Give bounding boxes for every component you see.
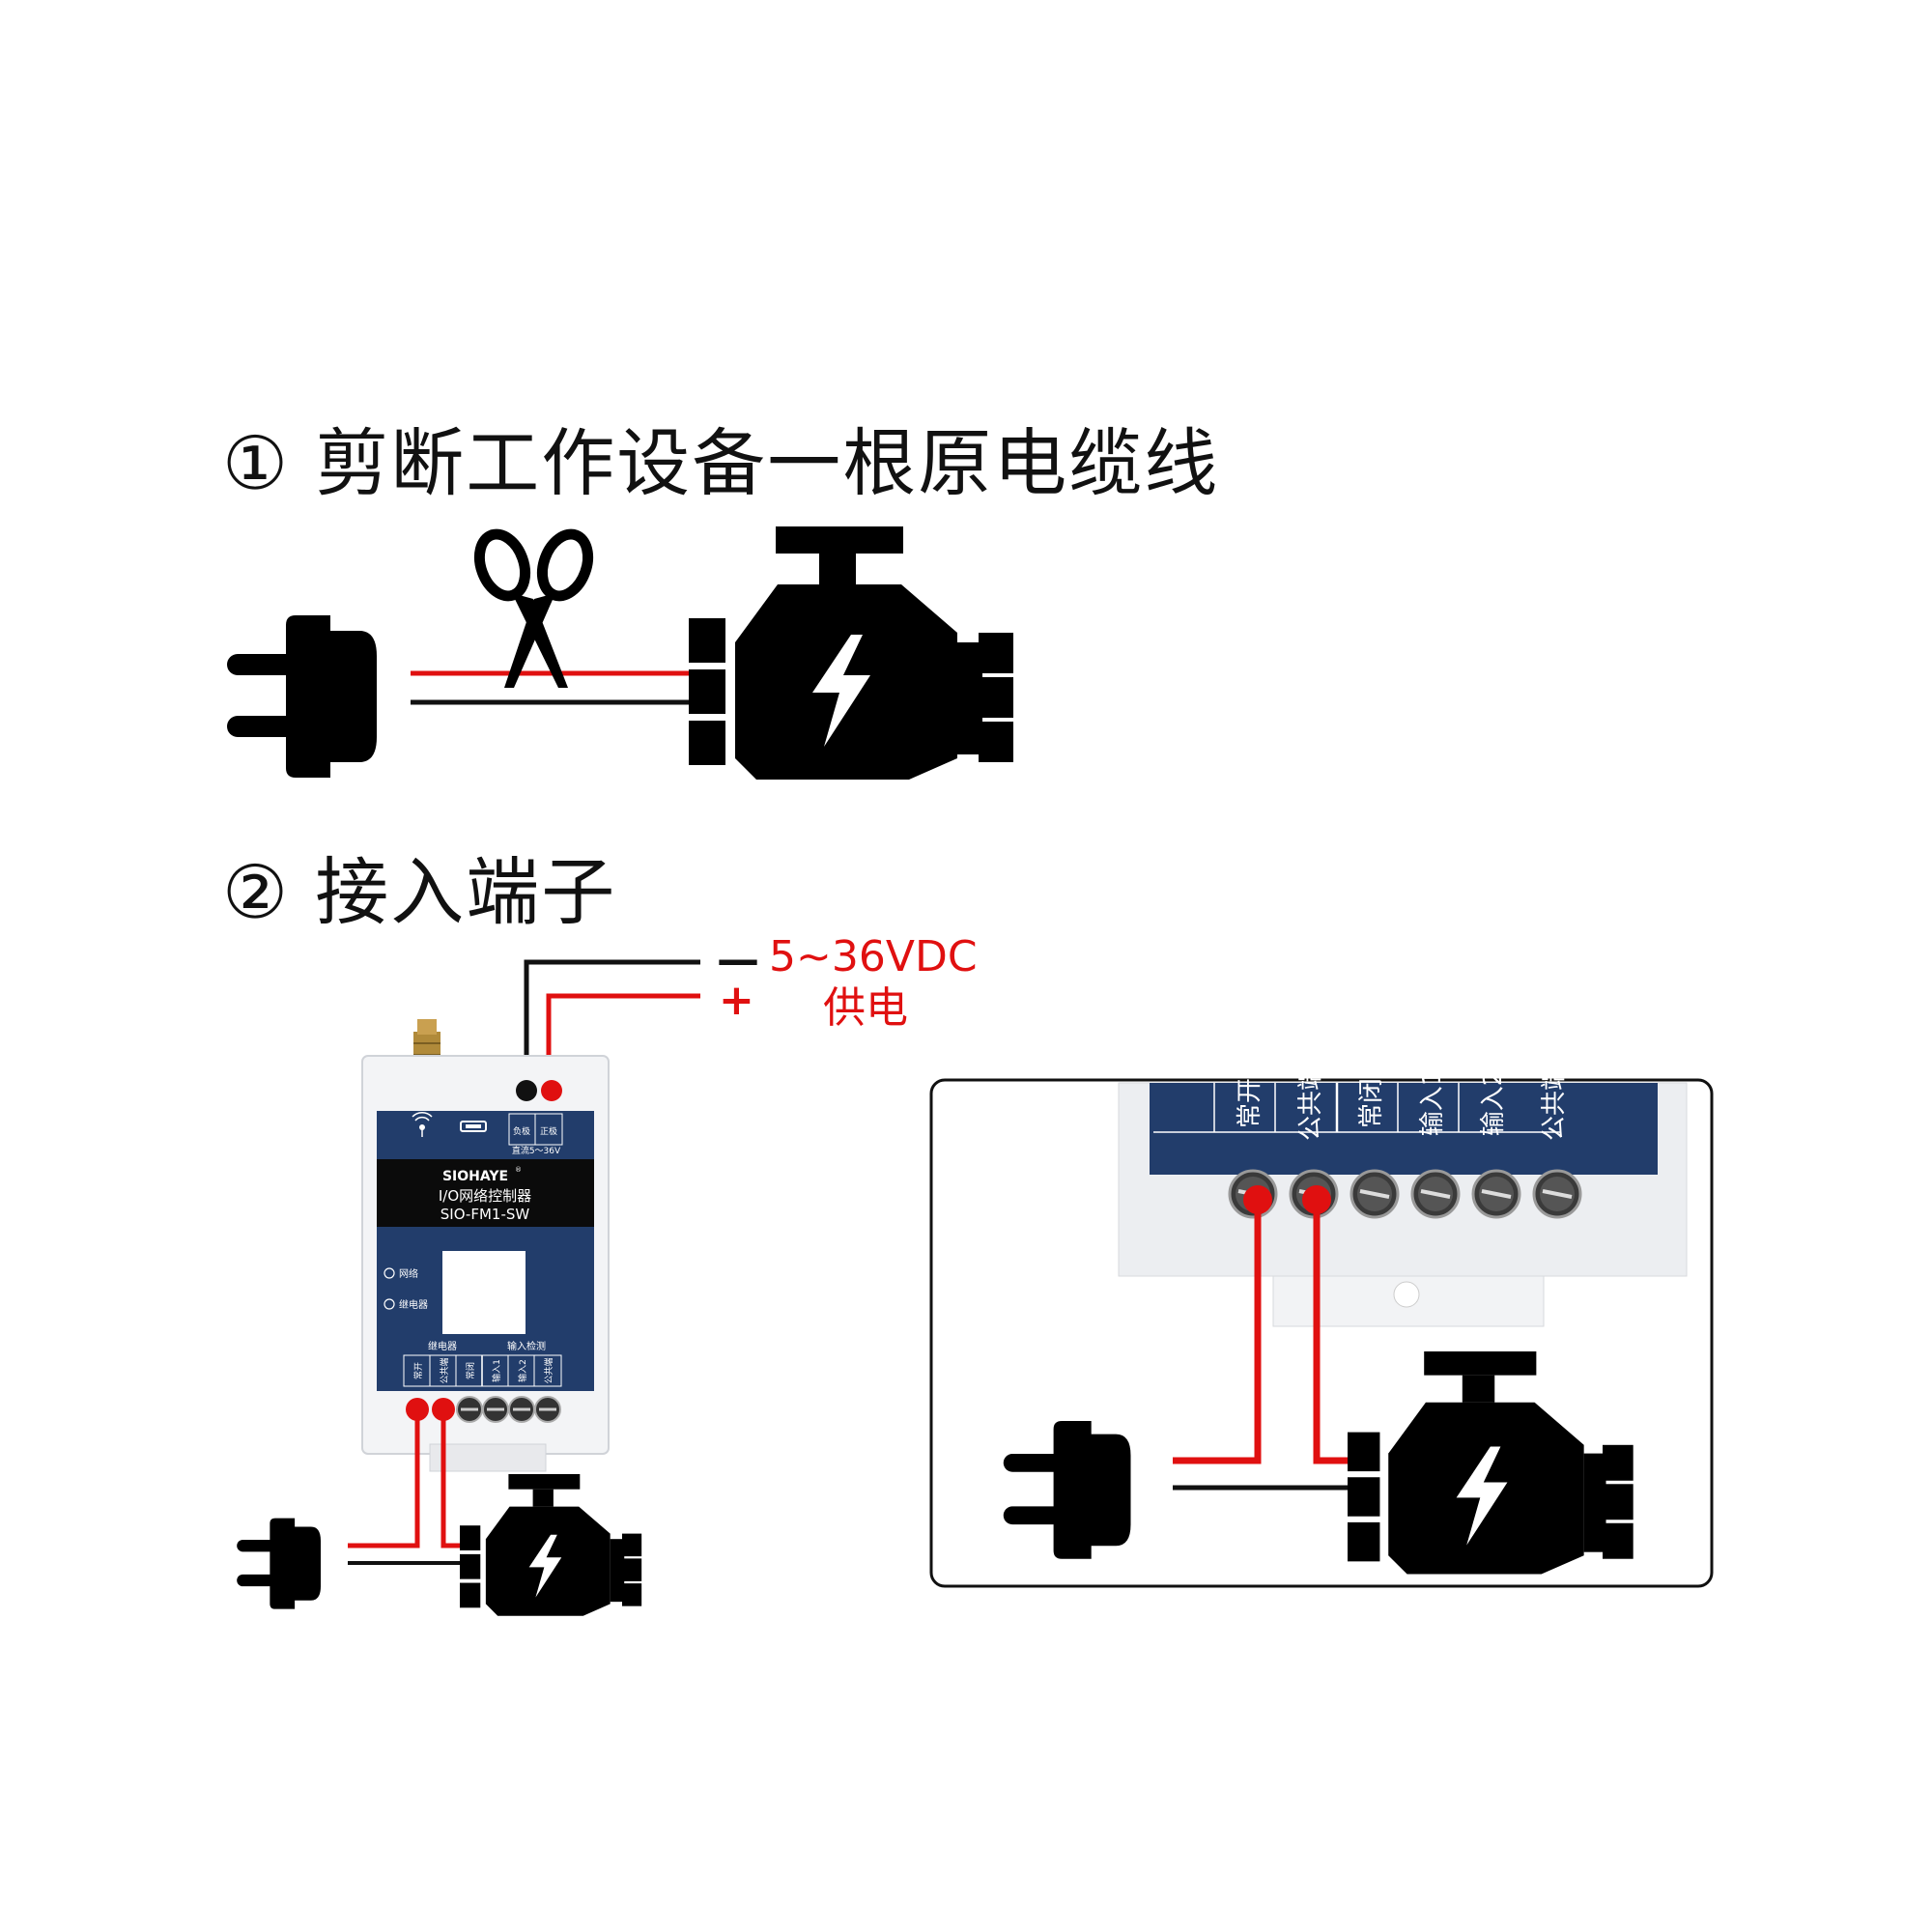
terminal-label-2: 公共端 bbox=[439, 1357, 450, 1383]
zoom-label-6: 公共端 bbox=[1540, 1065, 1569, 1141]
terminal-label-1: 常开 bbox=[412, 1362, 424, 1379]
brand-registered: ® bbox=[515, 1166, 522, 1174]
zoom-label-3: 常闭 bbox=[1357, 1078, 1386, 1128]
terminal-com2 bbox=[533, 1395, 562, 1424]
small-wiring bbox=[348, 1409, 462, 1565]
terminal-in2 bbox=[507, 1395, 536, 1424]
scissors-icon bbox=[473, 528, 594, 688]
display-window bbox=[442, 1251, 526, 1334]
neg-terminal bbox=[516, 1080, 537, 1101]
pos-terminal bbox=[541, 1080, 562, 1101]
plug-icon bbox=[227, 615, 377, 778]
zoom-terminal-nc bbox=[1350, 1169, 1400, 1219]
usb-icon bbox=[460, 1121, 487, 1132]
supply-label: 供电 bbox=[823, 983, 908, 1033]
minus-label: — bbox=[717, 935, 759, 984]
zoom-terminal-in2 bbox=[1471, 1169, 1521, 1219]
signal-icon bbox=[412, 1112, 433, 1137]
device-name: I/O网络控制器 bbox=[439, 1187, 531, 1205]
plug-icon bbox=[237, 1518, 321, 1609]
network-led bbox=[384, 1267, 395, 1279]
zoom-label-2: 公共端 bbox=[1296, 1065, 1325, 1141]
step2-title: ② 接入端子 bbox=[222, 849, 617, 935]
terminal-label-3: 常闭 bbox=[465, 1362, 476, 1379]
zoom-label-1: 常开 bbox=[1236, 1078, 1264, 1128]
motor-icon bbox=[689, 526, 1013, 780]
plus-label: + bbox=[719, 976, 754, 1025]
terminal-nc bbox=[455, 1395, 484, 1424]
input-group-label: 输入检测 bbox=[507, 1340, 546, 1352]
zoom-terminal-in1 bbox=[1410, 1169, 1461, 1219]
zoom-terminal-com2 bbox=[1532, 1169, 1582, 1219]
relay-group-label: 继电器 bbox=[428, 1340, 457, 1352]
terminal-label-5: 输入2 bbox=[517, 1359, 528, 1382]
io-controller-device: 负极 正极 直流5～36V SIOHAYE ® I/O网络控制器 SIO-FM1… bbox=[361, 1019, 610, 1472]
brand-name: SIOHAYE bbox=[442, 1169, 508, 1184]
motor-icon bbox=[460, 1474, 642, 1616]
step1-title: ① 剪断工作设备一根原电缆线 bbox=[222, 420, 1220, 506]
pos-pole-label: 正极 bbox=[540, 1125, 557, 1137]
terminal-in1 bbox=[481, 1395, 510, 1424]
zoom-label-4: 输入1 bbox=[1418, 1070, 1447, 1137]
step1-illustration bbox=[227, 526, 1013, 780]
dc-range-label: 直流5～36V bbox=[512, 1145, 561, 1156]
terminal-label-4: 输入1 bbox=[491, 1359, 502, 1382]
zoom-label-5: 输入2 bbox=[1479, 1070, 1508, 1137]
network-led-label: 网络 bbox=[399, 1267, 418, 1280]
device-model: SIO-FM1-SW bbox=[440, 1206, 530, 1223]
neg-pole-label: 负极 bbox=[513, 1125, 530, 1137]
relay-led bbox=[384, 1298, 395, 1310]
terminal-label-6: 公共端 bbox=[543, 1357, 554, 1383]
relay-led-label: 继电器 bbox=[399, 1298, 428, 1311]
voltage-label: 5~36VDC bbox=[769, 932, 978, 981]
